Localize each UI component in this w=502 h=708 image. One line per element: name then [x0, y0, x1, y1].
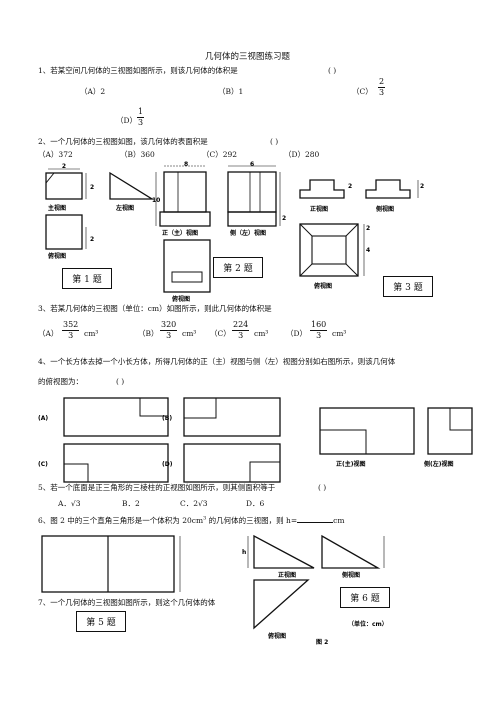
fig2-caption: 第 2 题 [213, 257, 263, 278]
q6-text-post: 的几何体的三视图，则 h= [206, 516, 298, 525]
q3-text: 3、若某几何体的三视图（单位：cm）如图所示，则此几何体的体积是 [38, 304, 272, 313]
q4-paren: ( ) [116, 377, 125, 386]
fig3-caption-box: 第 3 题 [383, 276, 433, 297]
q3-b-den: 3 [166, 331, 172, 340]
q6-side-label: 侧视图 [342, 571, 360, 579]
fig2-top-label: 俯视图 [172, 295, 190, 303]
q4-option-d: (D) [162, 461, 173, 468]
fig2-dim-left: 10 [152, 197, 160, 204]
q3-option-d-prefix: （D） [286, 329, 308, 338]
figure-2: 10 8 6 2 正（主）视图 侧（左）视图 俯视图 [152, 161, 286, 303]
q1-paren: ( ) [328, 66, 337, 75]
q1-option-c-fraction: 2 3 [378, 77, 386, 97]
fig3-dim-d: 2 [366, 225, 370, 232]
q6-text: 6、图 2 中的三个直角三角形是一个体积为 20cm3 的几何体的三视图，则 h… [38, 515, 344, 525]
q5-option-d: D．6 [246, 499, 265, 508]
q3-c-den: 3 [238, 331, 244, 340]
q3-option-c-fraction: 224 3 [232, 320, 250, 340]
q1-d-num: 1 [137, 107, 145, 118]
q4-text-line2: 的俯视图为： [38, 377, 83, 386]
q1-option-c-prefix: （C） [352, 87, 373, 96]
q3-d-num: 160 [310, 320, 328, 331]
q3-option-d-fraction: 160 3 [310, 320, 328, 340]
q3-option-c-unit: cm³ [254, 329, 269, 338]
q2-text: 2、一个几何体的三视图如图，该几何体的表面积是 [38, 137, 208, 146]
fig3-top-label: 俯视图 [314, 282, 332, 290]
page-title: 几何体的三视图练习题 [205, 52, 291, 62]
q6-text-unit: cm [333, 516, 345, 525]
q4-option-a: (A) [38, 415, 48, 422]
q3-option-b-fraction: 320 3 [160, 320, 178, 340]
fig1-dim-bottom: 2 [90, 236, 94, 243]
q5-option-b: B．2 [122, 499, 140, 508]
q3-option-a-unit: cm³ [84, 329, 99, 338]
q6-text-sup: 3 [203, 515, 207, 522]
q1-text: 1、若某空间几何体的三视图如图所示，则该几何体的体积是 [38, 66, 238, 75]
q4-front-label: 正(主)视图 [336, 460, 366, 468]
q6-unit-note: （单位：cm） [348, 620, 388, 628]
fig2-dim-top-side: 6 [250, 161, 254, 168]
q3-option-b-unit: cm³ [182, 329, 197, 338]
q6-fig-label: 图 2 [316, 638, 328, 646]
fig1-top-label: 俯视图 [48, 252, 66, 260]
q4-side-label: 侧(左)视图 [424, 460, 454, 468]
q4-option-c: (C) [38, 461, 48, 468]
q3-option-a-fraction: 352 3 [62, 320, 80, 340]
fig2-front-label: 正（主）视图 [162, 229, 198, 237]
q2-option-c: （C）292 [202, 150, 238, 159]
fig3-front-label: 正视图 [310, 205, 328, 213]
q1-option-b: （B）1 [218, 87, 244, 96]
q3-option-d-unit: cm³ [332, 329, 347, 338]
q3-option-a-prefix: （A） [38, 329, 59, 338]
q6-caption: 第 6 题 [340, 587, 390, 608]
q1-d-den: 3 [138, 118, 144, 127]
q5-text: 5、若一个底面是正三角形的三棱柱的正视图如图所示，则其侧面积等于 [38, 483, 276, 492]
q2-option-b: （B）360 [120, 150, 155, 159]
q3-c-num: 224 [232, 320, 250, 331]
fig3-side-label: 侧视图 [376, 205, 394, 213]
q6-h-label: h [242, 549, 246, 556]
fig2-dim-top-front: 8 [184, 161, 188, 168]
q2-option-d: （D）280 [284, 150, 320, 159]
fig1-dim-top: 2 [62, 163, 66, 170]
q2-paren: ( ) [270, 137, 279, 146]
fig3-dim-c: 4 [366, 247, 370, 254]
q5-figure [41, 535, 181, 593]
q3-option-b-prefix: （B） [138, 329, 159, 338]
q5-option-c: C．2√3 [180, 499, 208, 508]
q3-d-den: 3 [316, 331, 322, 340]
q3-a-num: 352 [62, 320, 80, 331]
q5-option-a: A．√3 [58, 499, 81, 508]
q1-c-den: 3 [379, 88, 385, 97]
fig1-caption: 第 1 题 [62, 268, 112, 289]
q6-figure: h 正视图 侧视图 俯视图 （单位：cm） 图 2 [242, 534, 388, 646]
q6-blank[interactable] [297, 515, 334, 523]
q4-text-line1: 4、一个长方体去掉一个小长方体，所得几何体的正（主）视图与侧（左）视图分别如右图… [38, 357, 396, 366]
fig1-dim-right: 2 [90, 184, 94, 191]
q3-option-c-prefix: （C） [210, 329, 231, 338]
figure-1: 2 2 2 主视图 左视图 俯视图 [45, 163, 155, 260]
q1-option-a: （A）2 [80, 87, 106, 96]
q4-figures: (A) (B) (C) (D) 正(主)视图 侧(左)视图 [38, 397, 473, 483]
q1-option-d-fraction: 1 3 [137, 107, 145, 127]
q5-paren: ( ) [318, 483, 327, 492]
figure-3: 2 2 4 2 正视图 侧视图 俯视图 [299, 179, 424, 290]
q3-b-num: 320 [160, 320, 178, 331]
fig3-dim-a: 2 [348, 183, 352, 190]
fig2-dim-right: 2 [282, 215, 286, 222]
q5-caption: 第 5 题 [76, 611, 126, 632]
q1-option-d-prefix: （D） [116, 116, 138, 125]
fig1-front-label: 主视图 [48, 204, 66, 212]
q1-c-num: 2 [378, 77, 386, 88]
q6-top-label: 俯视图 [268, 632, 286, 640]
q6-front-label: 正视图 [278, 571, 296, 579]
q3-a-den: 3 [68, 331, 74, 340]
q2-option-a: （A）372 [38, 150, 73, 159]
fig1-side-label: 左视图 [115, 204, 134, 212]
q7-text: 7、一个几何体的三视图如图所示，则这个几何体的体 [38, 598, 216, 607]
fig2-side-label: 侧（左）视图 [230, 229, 266, 237]
fig3-dim-b: 2 [420, 183, 424, 190]
q4-option-b: (B) [162, 415, 172, 422]
q6-text-pre: 6、图 2 中的三个直角三角形是一个体积为 20cm [38, 516, 204, 525]
